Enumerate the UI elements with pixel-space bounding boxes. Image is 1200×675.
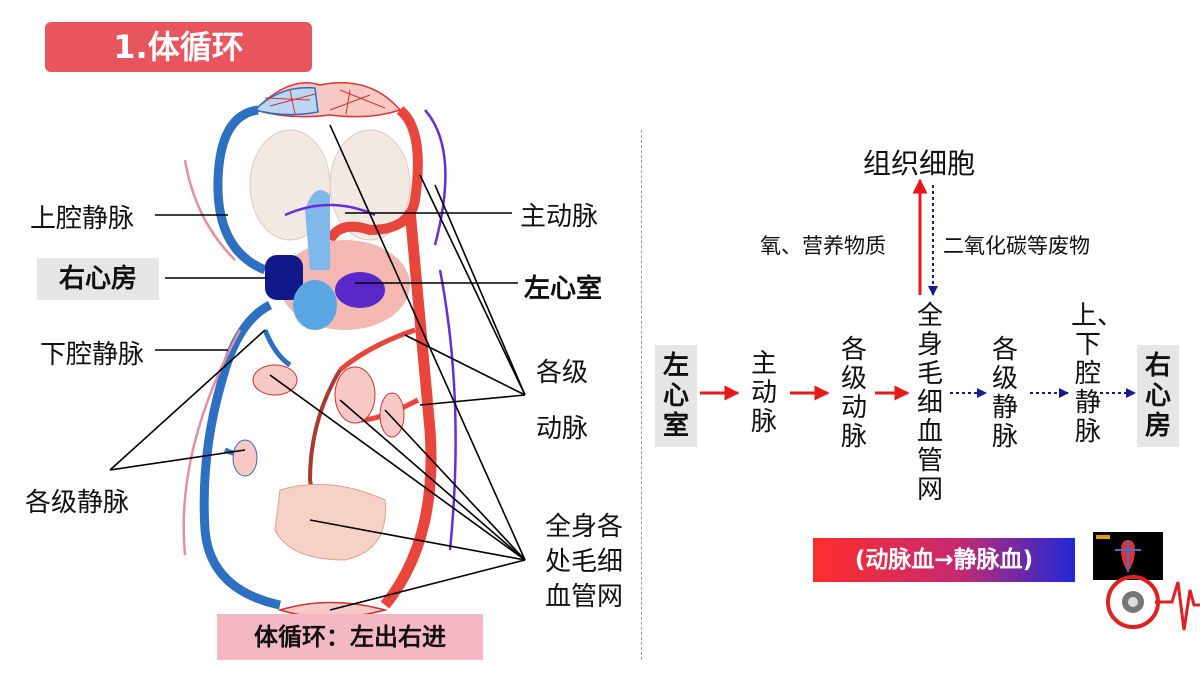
label-left-ventricle: 左心室 bbox=[524, 274, 603, 304]
label-capillaries-line2: 处毛细 bbox=[545, 547, 624, 577]
label-veins-all-levels: 各级静脉 bbox=[25, 488, 130, 518]
flow-node-vena-cava: 上、下腔静脉 bbox=[1071, 301, 1124, 447]
label-capillaries-line3: 血管网 bbox=[545, 582, 624, 612]
video-thumbnail[interactable] bbox=[1093, 532, 1163, 580]
descending-aorta-vessel bbox=[380, 209, 437, 609]
right-atrium-shape bbox=[265, 255, 303, 300]
heart-thumbnail-icon bbox=[1096, 535, 1141, 572]
flow-arrows bbox=[700, 178, 1136, 401]
flow-node-veins: 各级静脉 bbox=[991, 335, 1018, 452]
flow-node-capillaries: 全身毛细血管网 bbox=[916, 301, 943, 505]
label-arteries-line1: 各级 bbox=[536, 358, 589, 388]
label-inferior-vena-cava: 下腔静脉 bbox=[40, 340, 145, 370]
label-superior-vena-cava: 上腔静脉 bbox=[30, 204, 135, 234]
organ-capillary-beds bbox=[232, 364, 405, 561]
arrow-aorta-up bbox=[424, 109, 447, 246]
summary-badge: 体循环：左出右进 bbox=[217, 614, 483, 660]
divider bbox=[641, 130, 642, 660]
flow-tissue-cells: 组织细胞 bbox=[863, 147, 976, 180]
arrow-ivc-flow bbox=[182, 329, 242, 556]
leader-lines bbox=[109, 124, 526, 611]
label-right-atrium: 右心房 bbox=[37, 258, 159, 300]
flow-node-right-atrium: 右心房 bbox=[1137, 345, 1179, 447]
label-arteries-line2: 动脉 bbox=[536, 414, 589, 444]
superior-vena-cava-vessel bbox=[213, 105, 267, 275]
inferior-vena-cava-vessel bbox=[199, 300, 281, 610]
upper-capillary-bed bbox=[253, 82, 402, 118]
heart bbox=[265, 190, 410, 330]
label-aorta: 主动脉 bbox=[520, 202, 599, 232]
label-capillaries-line1: 全身各 bbox=[545, 512, 624, 542]
flow-node-aorta: 主动脉 bbox=[750, 349, 777, 437]
flow-up-label: 氧、营养物质 bbox=[760, 234, 886, 258]
flow-node-left-ventricle: 左心室 bbox=[655, 345, 697, 447]
heartbeat-icon bbox=[1106, 575, 1200, 631]
blood-change-banner: (动脉血→静脉血) bbox=[813, 538, 1075, 582]
flow-node-arteries: 各级动脉 bbox=[840, 335, 867, 452]
left-ventricle-shape bbox=[335, 272, 385, 308]
flow-down-label: 二氧化碳等废物 bbox=[943, 234, 1090, 258]
section-title: 1.体循环 bbox=[45, 22, 312, 72]
